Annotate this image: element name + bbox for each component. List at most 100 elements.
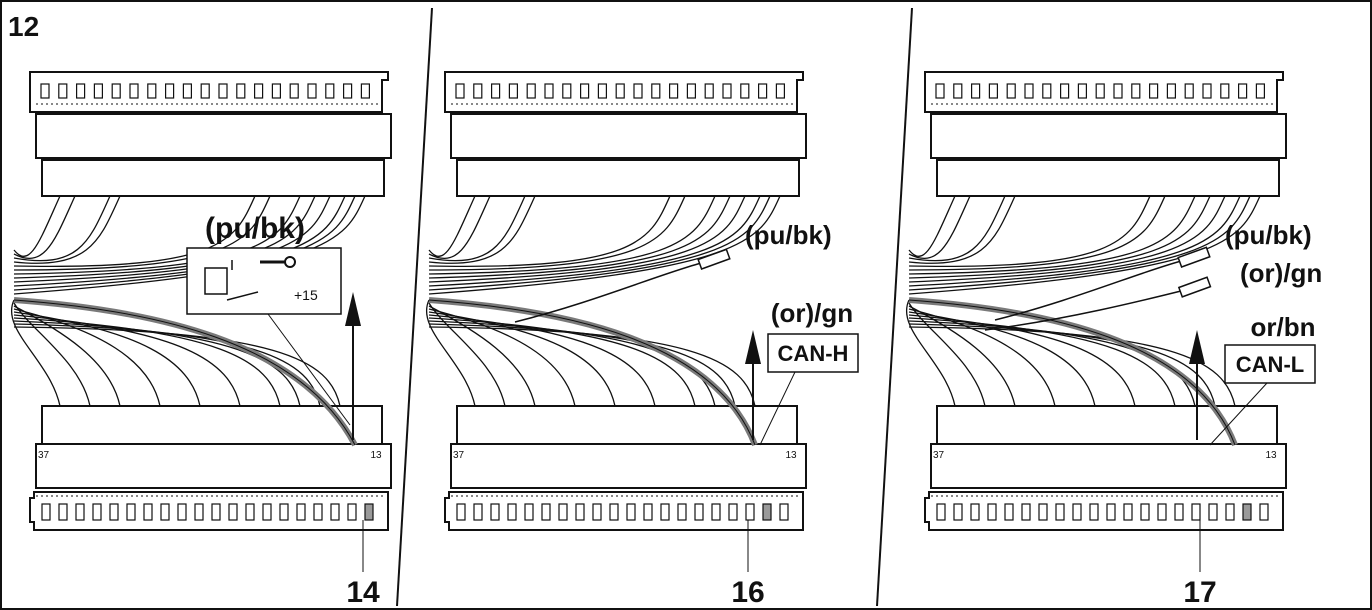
can-leader xyxy=(1209,382,1268,446)
wire xyxy=(13,326,341,407)
wire xyxy=(428,195,671,268)
pin-slot xyxy=(1024,83,1034,99)
pin-slot xyxy=(1131,83,1141,99)
pin-slot xyxy=(1095,83,1105,99)
wire-color-label: or/bn xyxy=(1251,312,1316,342)
wire xyxy=(428,326,756,407)
pin-slot xyxy=(473,83,483,99)
key-icon-bow xyxy=(284,256,296,268)
pin-slot xyxy=(936,503,946,521)
pin-slot xyxy=(313,503,323,521)
wire xyxy=(908,195,1251,291)
loose-wire xyxy=(994,259,1186,321)
pin-slot xyxy=(1055,503,1065,521)
can-label: CAN-L xyxy=(1236,352,1304,377)
pin-slot xyxy=(182,83,192,99)
wire xyxy=(908,195,956,257)
can-leader xyxy=(759,371,796,446)
bottom-connector-pins xyxy=(41,503,374,521)
wire xyxy=(908,314,1136,407)
pin-slot xyxy=(218,83,228,99)
pin-slot xyxy=(343,83,353,99)
pin-callout-number: 16 xyxy=(731,576,764,609)
wire-terminal-plug xyxy=(1177,276,1212,298)
highlighted-wire-outline xyxy=(13,299,356,446)
pin-slot xyxy=(677,503,687,521)
wire xyxy=(13,195,61,257)
pin-slot xyxy=(245,503,255,521)
wire xyxy=(428,195,536,264)
top-connector-body xyxy=(930,113,1287,159)
pin-slot xyxy=(508,83,519,99)
wire xyxy=(13,320,301,407)
top-connector-pins xyxy=(40,83,370,99)
pin-slot xyxy=(524,503,534,521)
wire xyxy=(428,195,491,260)
pin-slot xyxy=(254,83,264,99)
pin-slot xyxy=(1038,503,1048,521)
pin-number-first: 37 xyxy=(453,450,465,461)
wire xyxy=(13,195,76,260)
wire xyxy=(11,299,61,407)
pin-slot xyxy=(111,83,121,99)
up-arrow-head xyxy=(1189,330,1205,364)
up-arrow-head xyxy=(345,292,361,326)
pin-slot xyxy=(779,503,789,521)
highlighted-wire-outline xyxy=(428,299,756,446)
pin-slot xyxy=(1225,503,1235,521)
wire xyxy=(13,314,241,407)
pin-number-first: 37 xyxy=(933,450,945,461)
pin-slot xyxy=(1184,83,1194,99)
pin-slot xyxy=(704,83,714,99)
pin-slot xyxy=(177,503,187,521)
wire xyxy=(908,195,1196,275)
panel-divider xyxy=(396,7,433,607)
wire xyxy=(906,299,956,407)
wire-color-label-top: (pu/bk) xyxy=(745,220,832,250)
wire xyxy=(13,195,111,262)
pin-slot xyxy=(1060,83,1070,99)
pin-slot xyxy=(1113,83,1123,99)
wire-terminal-plug xyxy=(697,248,731,270)
pin-slot xyxy=(592,503,602,521)
wire xyxy=(13,302,91,407)
panel-divider xyxy=(876,7,913,607)
pin-slot xyxy=(1259,503,1269,521)
pin-slot xyxy=(211,503,221,521)
wire xyxy=(908,195,1016,264)
highlighted-wire-outline xyxy=(908,299,1236,446)
pin-slot xyxy=(526,83,536,99)
pin-slot xyxy=(1202,83,1212,99)
pin-callout-number: 14 xyxy=(346,576,380,609)
top-connector-base xyxy=(936,159,1280,197)
pin-callout-number: 17 xyxy=(1183,576,1216,609)
pin-number-last: 13 xyxy=(785,450,797,461)
can-label-box xyxy=(1224,344,1316,384)
pin-slot xyxy=(490,83,501,99)
highlighted-pin xyxy=(364,503,374,521)
up-arrow-head xyxy=(745,330,761,364)
top-connector-body xyxy=(450,113,807,159)
pin-slot xyxy=(1140,503,1150,521)
top-connector-base xyxy=(41,159,385,197)
pin-slot xyxy=(1255,83,1265,99)
wire xyxy=(428,195,731,279)
pin-slot xyxy=(1106,503,1116,521)
wire-color-label-mid: (or)/gn xyxy=(1240,258,1322,288)
pin-slot xyxy=(626,503,636,521)
wire xyxy=(428,195,476,257)
pin-slot xyxy=(307,83,317,99)
top-connector-base xyxy=(456,159,800,197)
pin-slot xyxy=(988,83,999,99)
pin-slot xyxy=(970,83,981,99)
pin-slot xyxy=(544,83,554,99)
pin-number-first: 37 xyxy=(38,450,50,461)
pin-slot xyxy=(1238,83,1248,99)
pin-number-last: 13 xyxy=(1265,450,1277,461)
pin-slot xyxy=(1042,83,1052,99)
pin-slot xyxy=(490,503,500,521)
